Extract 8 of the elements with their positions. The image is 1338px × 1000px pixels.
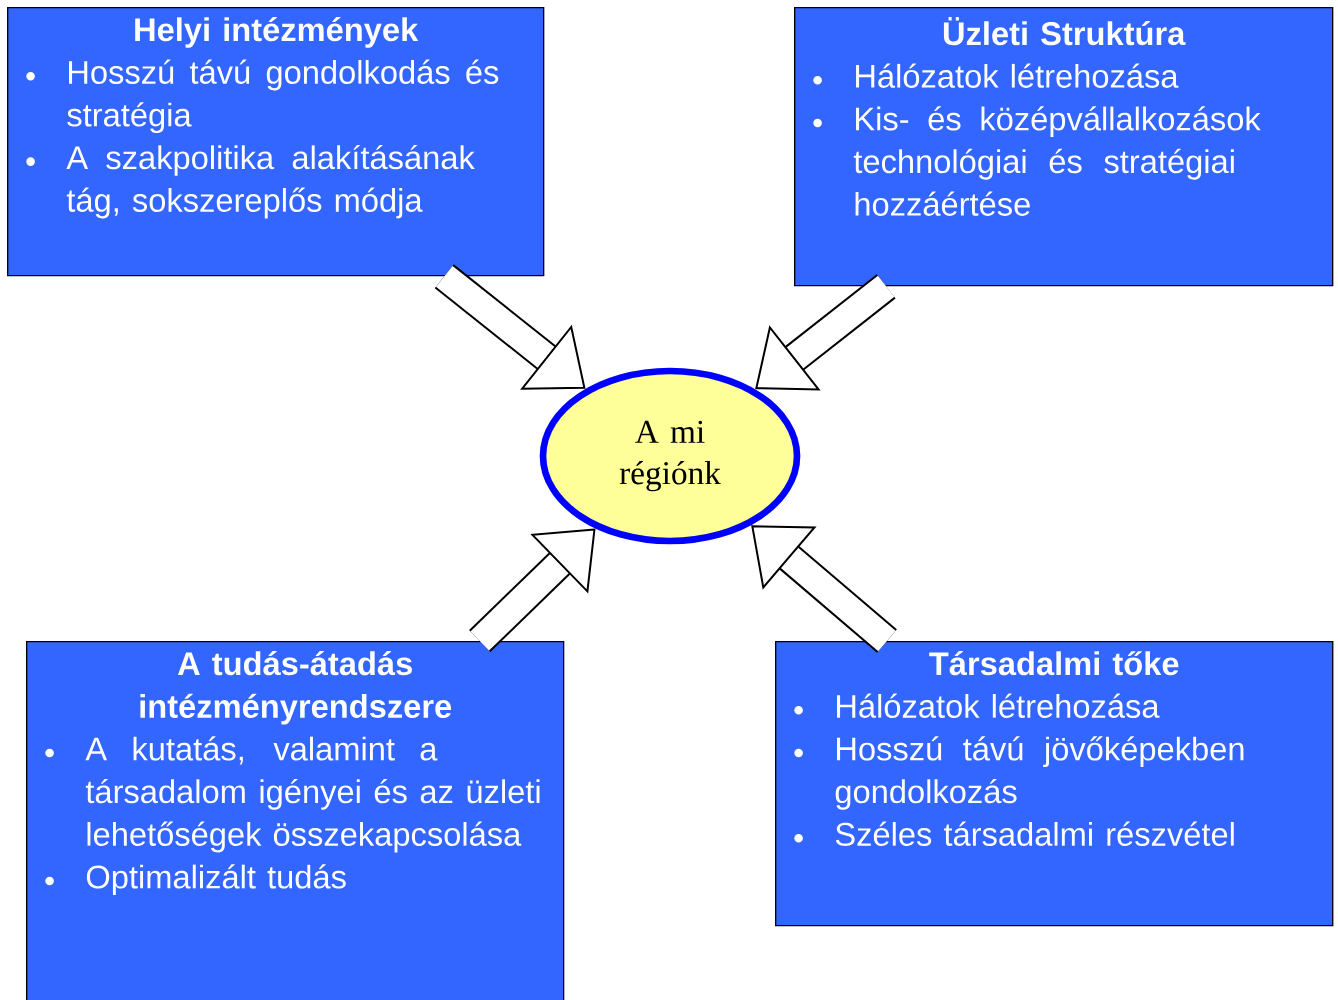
text-box: Üzleti Struktúra Hálózatok létrehozása Kis- és középvállalkozások technológiai és stratégiai hozzáértése	[794, 7, 1334, 287]
text-box: Helyi intézmények Hosszú távú gondolkodás és stratégia A szakpolitika alakításának tág, sokszereplős módja	[7, 7, 545, 277]
block-arrow	[755, 274, 896, 391]
block-arrow	[434, 264, 586, 390]
text-box: Társadalmi tőke Hálózatok létrehozása Hosszú távú jövőképekben gondolkozás Széles társadalmi részvétel	[775, 641, 1334, 927]
block-arrow	[751, 525, 897, 653]
text-box: A tudás-átadás intézményrendszere A kutatás, valamint a társadalom igényei és az üzleti lehetőségek összekapcsolása Optimalizált tudás	[26, 641, 565, 1000]
block-arrow	[469, 528, 596, 652]
